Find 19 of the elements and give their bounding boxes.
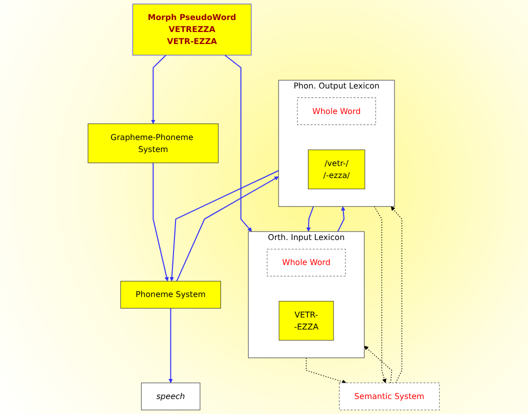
node-box: Morph PseudoWord VETREZZA VETR-EZZA (132, 4, 252, 56)
node-box: Whole Word (297, 97, 376, 126)
arrow (306, 206, 314, 232)
arrow (168, 308, 174, 384)
arrow (224, 54, 252, 232)
arrow (364, 346, 392, 384)
node-box: Whole Word (267, 248, 346, 276)
node-box: VETR- -EZZA (279, 300, 334, 341)
arrow (306, 357, 347, 384)
arrow (391, 206, 402, 384)
arrow (374, 206, 387, 384)
node-box: /vetr-/ /-ezza/ (308, 150, 366, 190)
node-box: speech (141, 382, 201, 410)
node-box: Semantic System (339, 382, 440, 410)
node-box: Phoneme System (120, 280, 222, 308)
arrow (151, 54, 167, 124)
arrow (152, 162, 170, 282)
arrow (338, 206, 346, 232)
node-box: Grapheme-Phoneme System (88, 124, 219, 164)
